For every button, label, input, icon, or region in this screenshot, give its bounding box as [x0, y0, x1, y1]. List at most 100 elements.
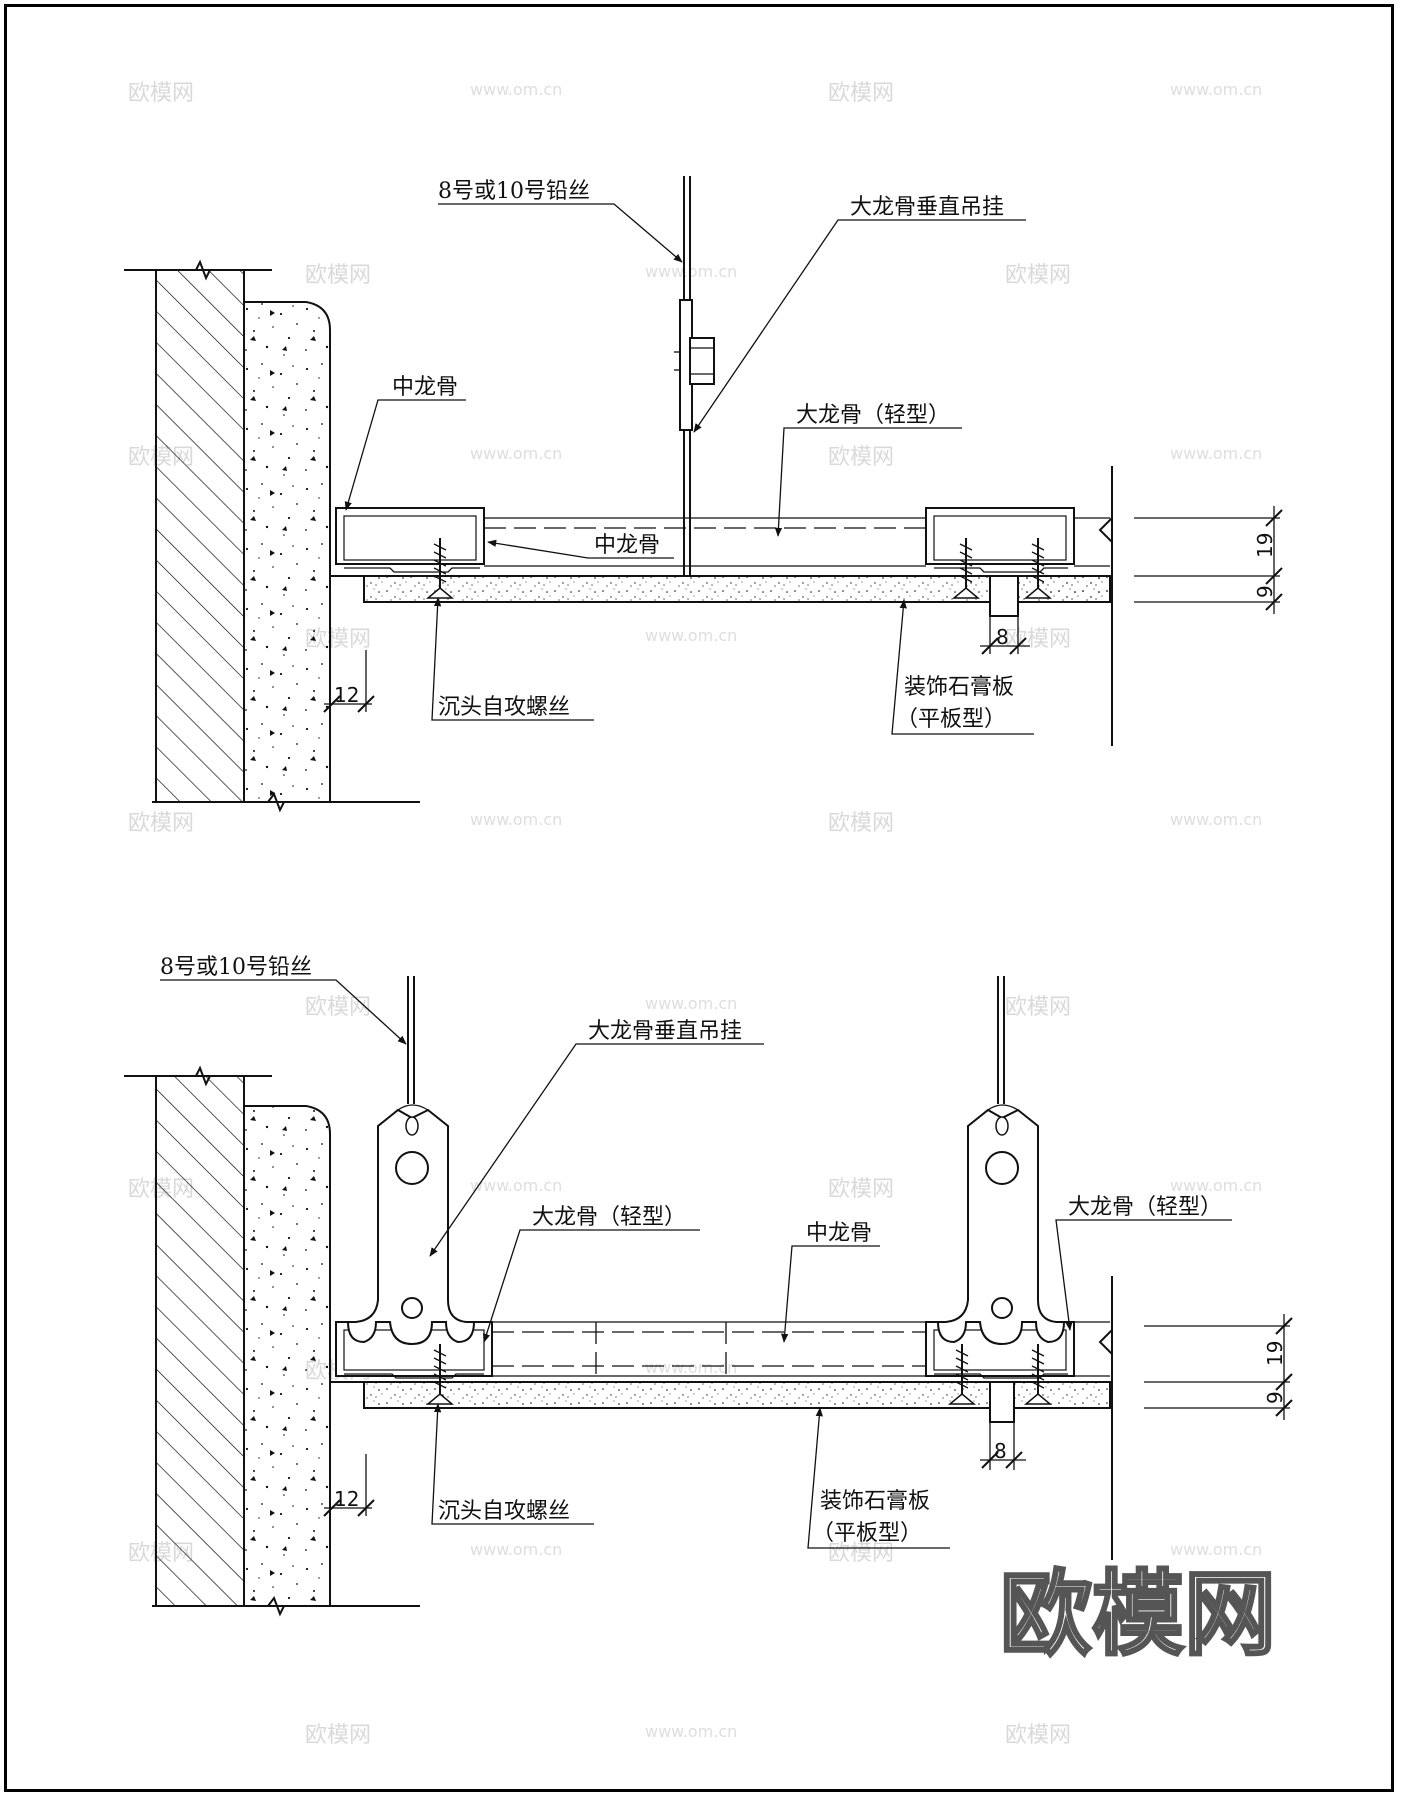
watermark-logo: 欧模网	[828, 81, 894, 106]
leader-main-runner	[774, 427, 962, 537]
cross-runner-left	[335, 507, 485, 573]
label-board-1: 装饰石膏板	[904, 675, 1014, 700]
dimension-12	[323, 650, 375, 713]
watermark-url: www.om.cn	[1170, 810, 1262, 829]
leader-hanger	[429, 1043, 764, 1257]
leader-cross-runner	[781, 1245, 880, 1343]
watermark-url: www.om.cn	[470, 1176, 562, 1195]
label-board-1: 装饰石膏板	[820, 1489, 930, 1514]
leader-main-runner-left	[483, 1229, 700, 1343]
watermark-logo: 欧模网	[828, 1177, 894, 1202]
brand-logo: 欧模网	[1000, 1561, 1276, 1668]
watermark-logo: 欧模网	[128, 811, 194, 836]
label-board-2: （平板型）	[896, 707, 1006, 732]
watermark-url: www.om.cn	[1170, 1540, 1262, 1559]
dimension-8	[980, 600, 1030, 655]
drawing-frame	[4, 4, 1394, 1792]
detail-bottom: 19 9 8 12 8号或10号铅丝 大龙骨垂直吊挂 大龙骨（轻型） 中龙骨 大…	[124, 955, 1293, 1617]
watermark-url: www.om.cn	[645, 1358, 737, 1377]
leader-board	[807, 1407, 950, 1549]
watermark-logo: 欧模网	[305, 995, 371, 1020]
label-main-runner: 大龙骨（轻型）	[796, 403, 950, 428]
watermark-url: www.om.cn	[645, 626, 737, 645]
board-joint-gap	[989, 1381, 1015, 1423]
watermark-url: www.om.cn	[470, 1540, 562, 1559]
right-break-zigzag	[1098, 517, 1113, 543]
watermark-url: www.om.cn	[645, 1722, 737, 1741]
cross-runner-right	[925, 507, 1075, 573]
watermark-url: www.om.cn	[1170, 80, 1262, 99]
screw-icon	[951, 538, 981, 599]
dimension-lines-right	[1144, 1314, 1293, 1420]
leader-board	[891, 599, 1034, 735]
dim-9: 9	[1263, 1391, 1287, 1404]
watermark-url: www.om.cn	[645, 994, 737, 1013]
leader-screw	[431, 1403, 594, 1525]
watermark-logo: 欧模网	[305, 1723, 371, 1748]
label-hanger: 大龙骨垂直吊挂	[588, 1019, 742, 1044]
label-hanger: 大龙骨垂直吊挂	[850, 195, 1004, 220]
watermark-logo: 欧模网	[1005, 995, 1071, 1020]
leader-wire	[160, 979, 407, 1045]
label-screw: 沉头自攻螺丝	[438, 695, 570, 720]
wall-plaster-layer	[243, 301, 331, 803]
leader-hanger	[693, 219, 1026, 433]
label-main-runner-right: 大龙骨（轻型）	[1068, 1195, 1222, 1220]
watermark-logo: 欧模网	[1005, 1723, 1071, 1748]
hanger-bracket-right	[936, 976, 1066, 1346]
masonry-wall	[155, 1075, 245, 1607]
label-wire: 8号或10号铅丝	[438, 179, 590, 204]
right-break-zigzag	[1098, 1329, 1113, 1355]
label-cross-runner-left: 中龙骨	[392, 375, 458, 400]
watermark-layer: 欧模网 www.om.cn 欧模网 www.om.cn 欧模网 www.om.c…	[128, 80, 1262, 1748]
masonry-wall	[155, 269, 245, 803]
label-cross-runner: 中龙骨	[806, 1221, 872, 1246]
dimension-12	[323, 1454, 375, 1517]
watermark-logo: 欧模网	[828, 811, 894, 836]
watermark-url: www.om.cn	[470, 810, 562, 829]
board-joint-gap	[989, 575, 1019, 617]
watermark-logo: 欧模网	[128, 81, 194, 106]
label-screw: 沉头自攻螺丝	[438, 1499, 570, 1524]
watermark-logo: 欧模网	[828, 445, 894, 470]
hanger-bracket-left	[346, 976, 476, 1346]
wall-plaster-layer	[243, 1105, 331, 1607]
watermark-logo: 欧模网	[828, 1541, 894, 1566]
label-board-2: （平板型）	[812, 1521, 922, 1546]
dim-9: 9	[1253, 585, 1277, 598]
watermark-logo: 欧模网	[305, 263, 371, 288]
detail-top: 19 9 8 12 8号或10号铅丝 大龙骨垂直吊挂 中龙骨 大龙骨（轻型） 中…	[124, 176, 1283, 813]
watermark-logo: 欧模网	[1005, 263, 1071, 288]
dim-12: 12	[334, 1487, 359, 1511]
screw-icon	[425, 1344, 455, 1405]
dim-8: 8	[994, 1439, 1007, 1463]
hanger-bolt	[689, 337, 715, 385]
leader-cross-runner-left	[344, 399, 466, 511]
dim-19: 19	[1263, 1341, 1287, 1366]
dimension-lines-right	[1134, 506, 1283, 614]
screw-icon	[1023, 1344, 1053, 1405]
leader-main-runner-right	[1055, 1219, 1232, 1331]
screw-icon	[1023, 538, 1053, 599]
label-wire: 8号或10号铅丝	[160, 955, 312, 980]
watermark-url: www.om.cn	[1170, 1176, 1262, 1195]
leader-screw	[431, 597, 594, 721]
dimension-8	[980, 1406, 1026, 1470]
gypsum-board-left	[363, 1381, 991, 1409]
screw-icon	[947, 1344, 977, 1405]
watermark-url: www.om.cn	[470, 444, 562, 463]
wall-break-line-top	[124, 1065, 272, 1087]
dim-8: 8	[996, 625, 1009, 649]
label-cross-runner-mid: 中龙骨	[594, 533, 660, 558]
watermark-url: www.om.cn	[645, 262, 737, 281]
gypsum-board-left	[363, 575, 1111, 603]
leader-wire	[438, 203, 683, 263]
leader-cross-runner-mid	[487, 539, 674, 559]
dim-12: 12	[334, 683, 359, 707]
label-main-runner-left: 大龙骨（轻型）	[532, 1205, 686, 1230]
watermark-url: www.om.cn	[470, 80, 562, 99]
watermark-url: www.om.cn	[1170, 444, 1262, 463]
wall-break-line-top	[124, 259, 272, 281]
dim-19: 19	[1253, 533, 1277, 558]
